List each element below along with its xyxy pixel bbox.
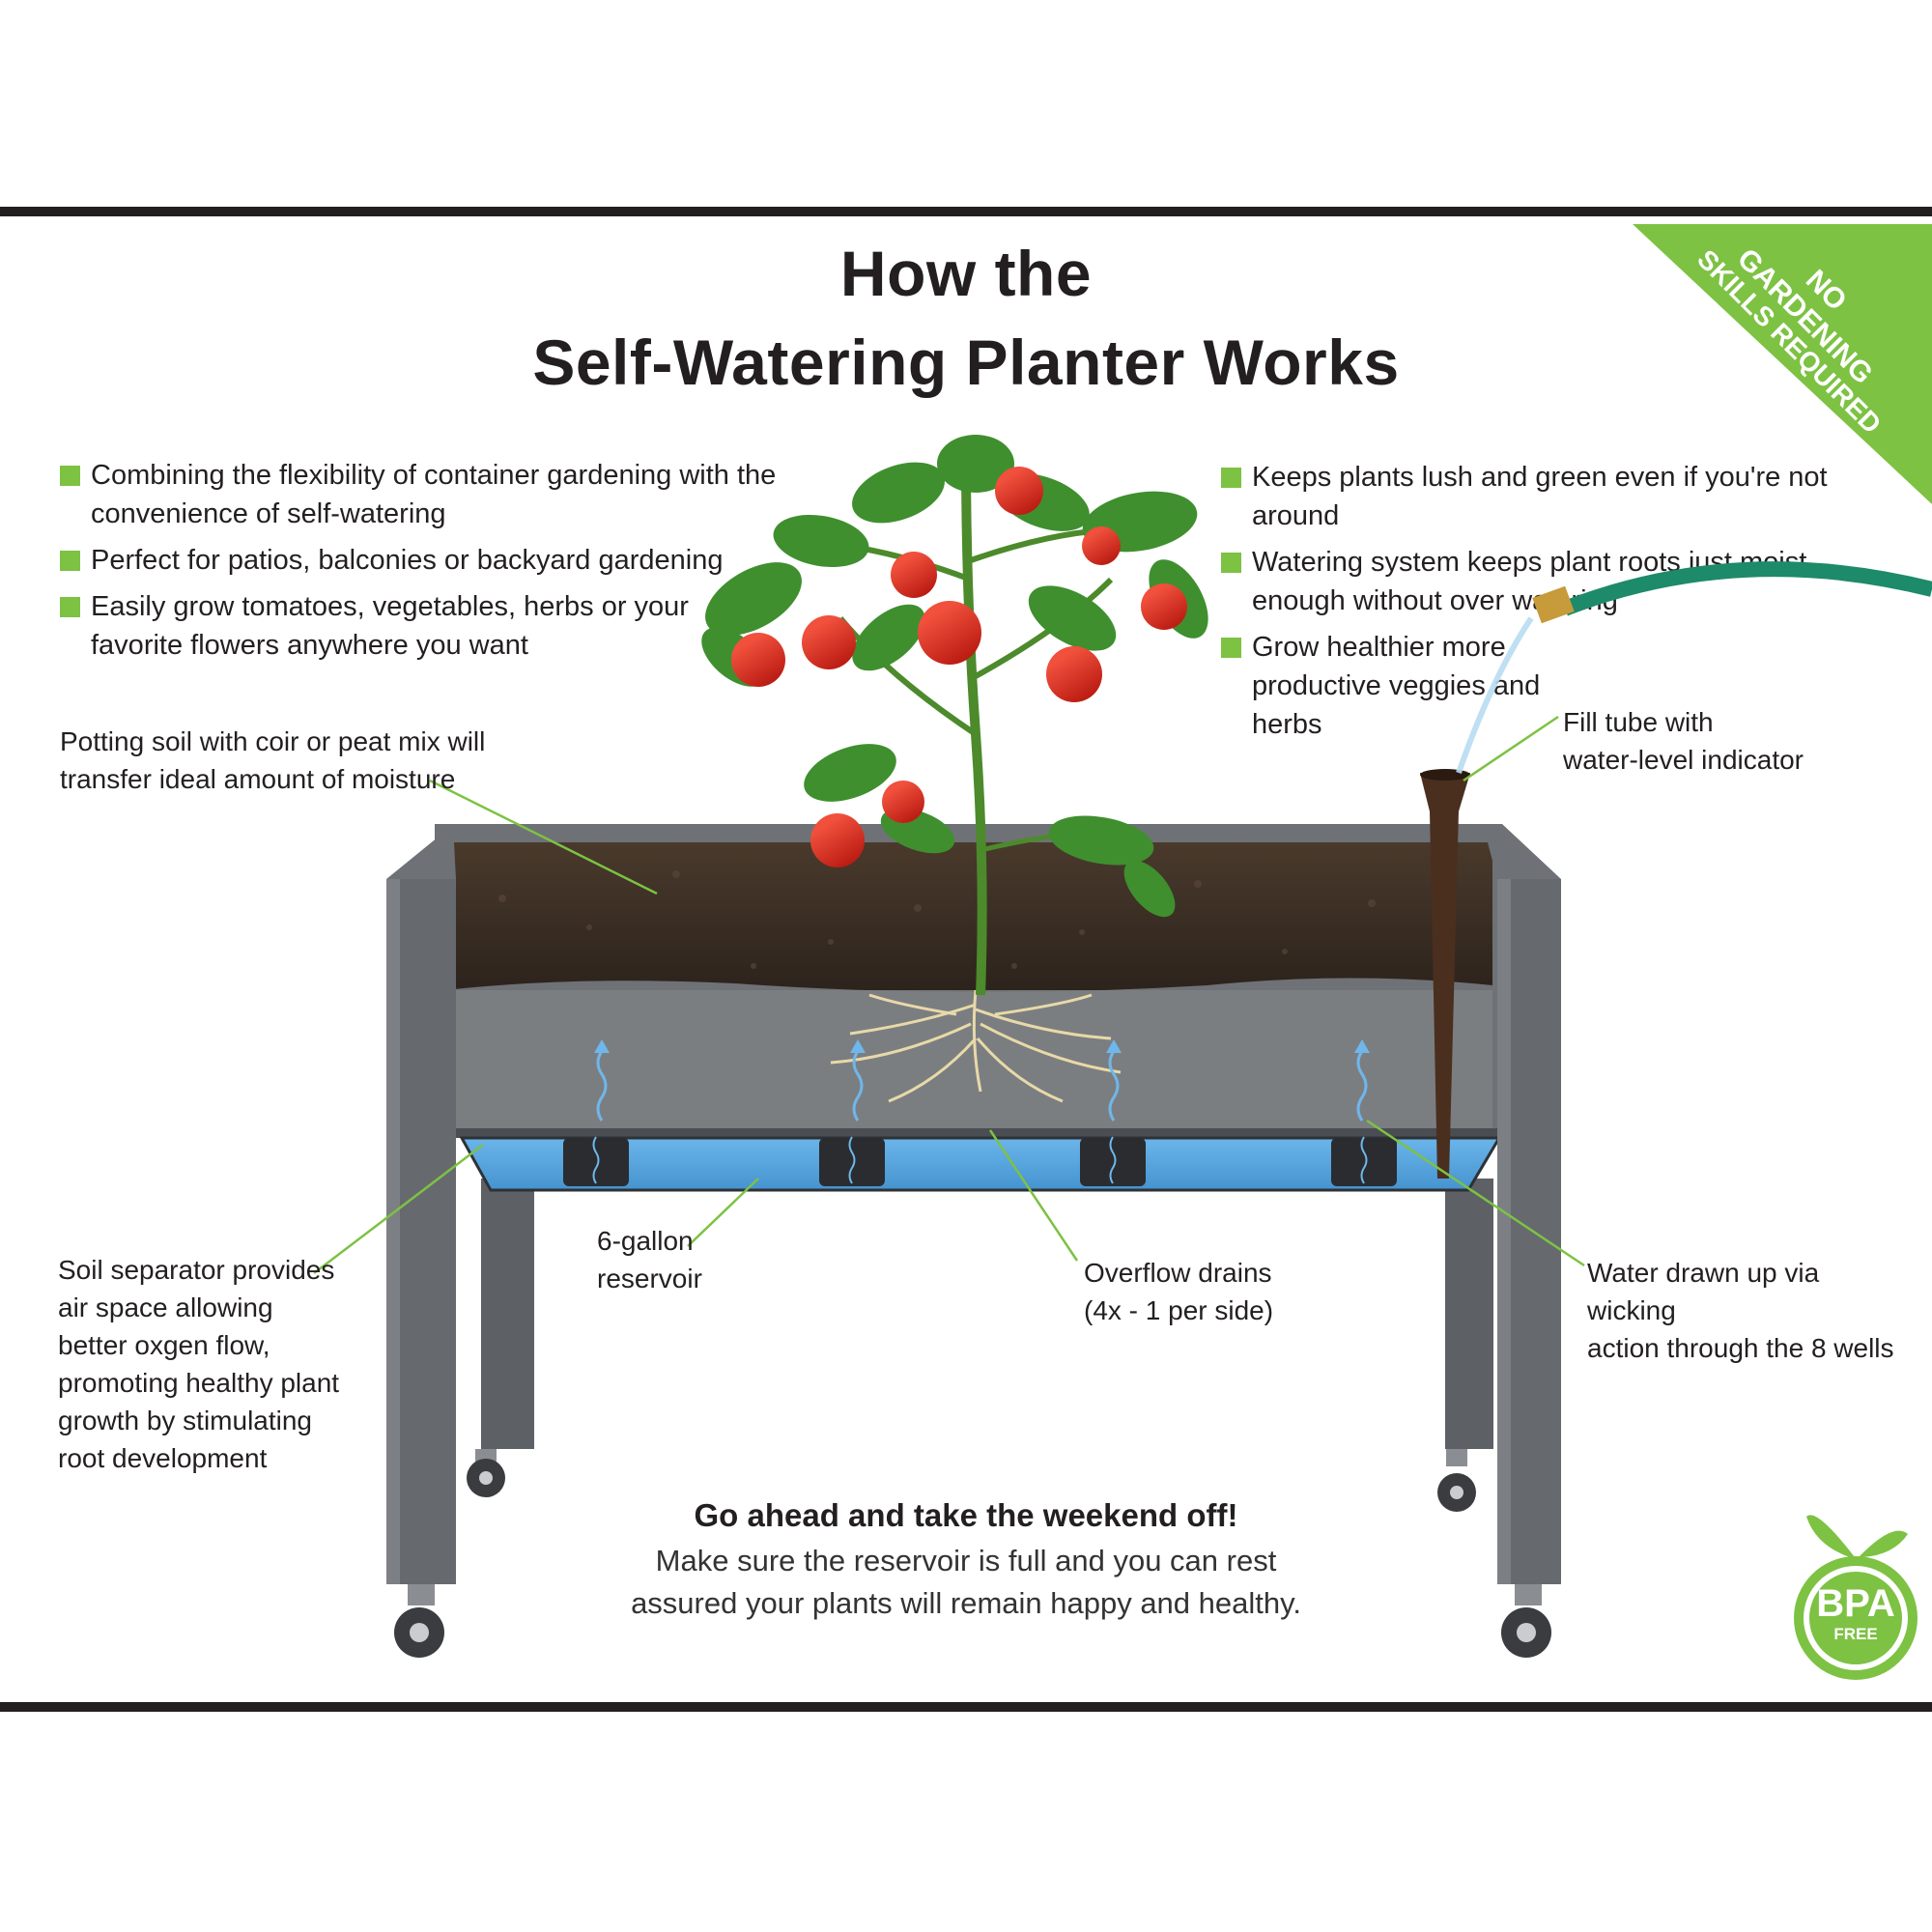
leader-lines bbox=[313, 715, 1585, 1274]
feature-list-left: Combining the flexibility of container g… bbox=[60, 456, 891, 672]
label-overflow-drains: Overflow drains (4x - 1 per side) bbox=[1084, 1258, 1274, 1325]
back-leg-left bbox=[481, 1179, 534, 1449]
soil-texture bbox=[498, 870, 1452, 969]
bottom-rule bbox=[0, 1702, 1932, 1712]
tomatoes bbox=[731, 467, 1187, 867]
bpa-free-badge bbox=[1794, 1515, 1918, 1680]
hose-nozzle bbox=[1532, 585, 1575, 624]
wicking-arrows bbox=[596, 1050, 1368, 1122]
list-item: Combining the flexibility of container g… bbox=[60, 456, 891, 533]
banner-triangle bbox=[1633, 224, 1932, 504]
soil-separator-shelf bbox=[454, 1128, 1507, 1138]
label-soil-separator: Soil separator provides air space allowi… bbox=[58, 1255, 340, 1473]
bullet-square-icon bbox=[1221, 638, 1241, 658]
list-item: Perfect for patios, balconies or backyar… bbox=[60, 541, 891, 580]
bullet-square-icon bbox=[60, 597, 80, 617]
caster-wheels bbox=[394, 1449, 1551, 1658]
corner-banner bbox=[1633, 224, 1932, 504]
leaf-icon bbox=[1806, 1515, 1855, 1557]
water-stream bbox=[1456, 616, 1534, 774]
back-leg-right bbox=[1445, 1179, 1493, 1449]
arrow-head-icons bbox=[594, 1039, 1370, 1053]
footer-headline: Go ahead and take the weekend off! bbox=[694, 1497, 1238, 1533]
label-wicking: Water drawn up via wicking action throug… bbox=[1587, 1258, 1894, 1363]
soil-separator-space bbox=[444, 990, 1492, 1130]
fill-tube bbox=[1420, 773, 1470, 1179]
leaf-icon bbox=[1859, 1530, 1908, 1557]
bullet-square-icon bbox=[1221, 553, 1241, 573]
water-reservoir bbox=[459, 1136, 1502, 1192]
tomato-plant bbox=[701, 435, 1208, 996]
title-line-2: Self-Watering Planter Works bbox=[532, 327, 1400, 398]
footer-body: Make sure the reservoir is full and you … bbox=[631, 1544, 1301, 1620]
label-fill-tube: Fill tube with water-level indicator bbox=[1563, 707, 1804, 775]
wicking-wells bbox=[563, 1138, 1397, 1186]
bullet-square-icon bbox=[60, 466, 80, 486]
planter-top-rail bbox=[386, 824, 1561, 879]
badge-sub-text: FREE bbox=[1833, 1625, 1878, 1643]
label-potting-soil: Potting soil with coir or peat mix will … bbox=[60, 726, 486, 794]
label-reservoir: 6-gallon reservoir bbox=[597, 1226, 702, 1293]
garden-hose bbox=[1562, 561, 1932, 616]
plant-roots bbox=[830, 989, 1122, 1103]
bullet-square-icon bbox=[60, 551, 80, 571]
bullet-square-icon bbox=[1221, 468, 1241, 488]
potting-soil bbox=[444, 840, 1492, 993]
badge-main-text: BPA bbox=[1816, 1582, 1895, 1625]
top-rule bbox=[0, 207, 1932, 216]
list-item: Keeps plants lush and green even if you'… bbox=[1221, 458, 1897, 535]
list-item: Easily grow tomatoes, vegetables, herbs … bbox=[60, 587, 748, 665]
title-line-1: How the bbox=[839, 238, 1093, 309]
